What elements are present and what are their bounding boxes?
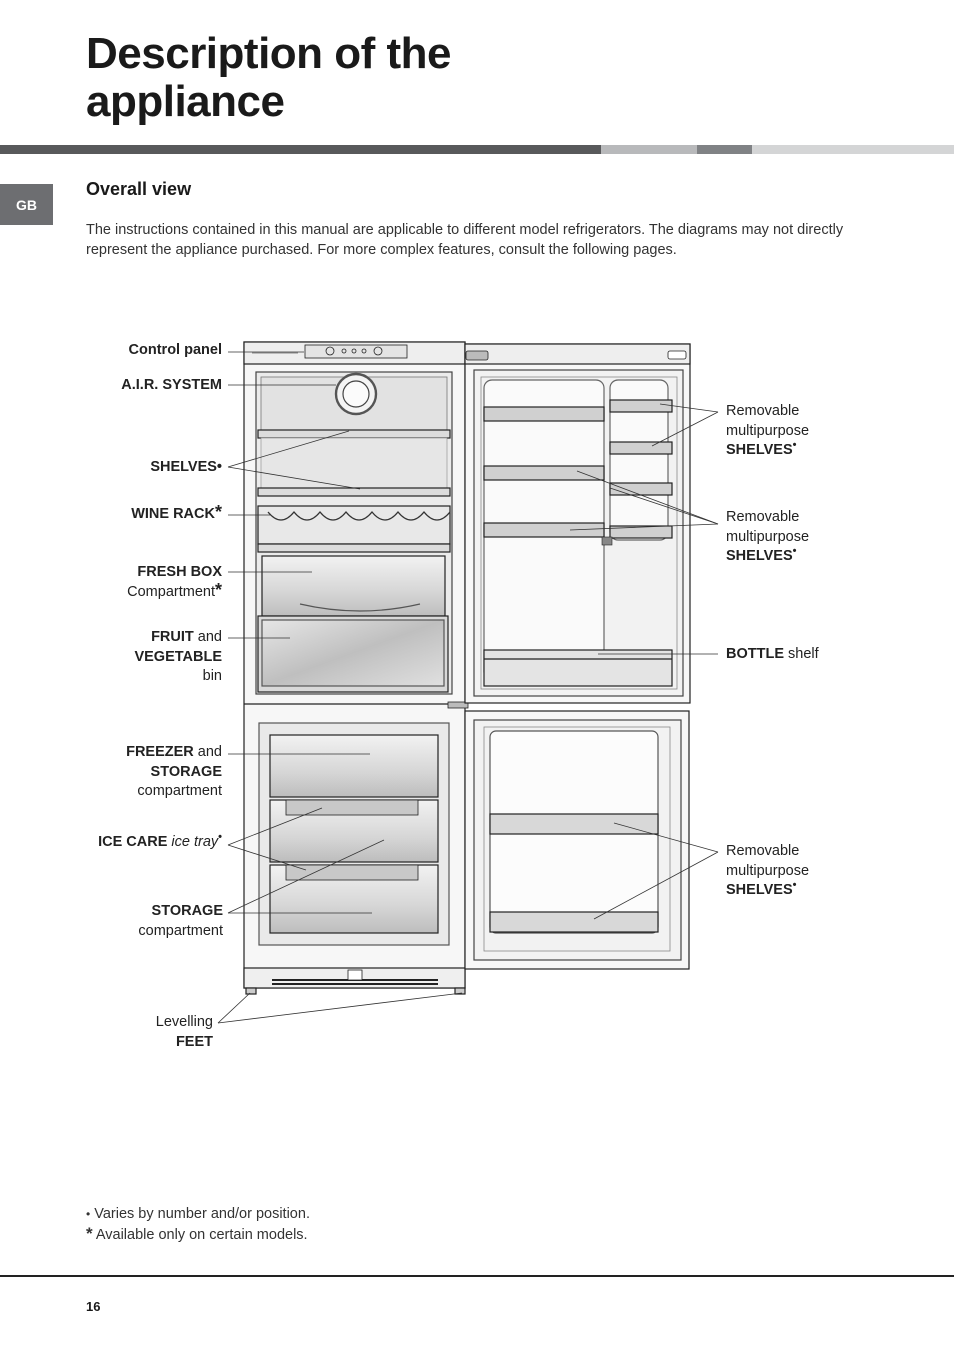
door-shelf-4 <box>609 399 673 413</box>
door-shelf-3 <box>483 522 605 538</box>
page-title: Description of the appliance <box>86 29 452 126</box>
freezer-door-shelf-2 <box>489 911 659 933</box>
door-shelf-2 <box>483 465 605 481</box>
label-fruit-vegetable-bin: FRUIT and VEGETABLE bin <box>134 629 222 684</box>
label-freezer-storage: FREEZER and STORAGE compartment <box>126 744 222 799</box>
intro-paragraph: The instructions contained in this manua… <box>86 222 844 258</box>
freezer-door-shelf-1 <box>489 813 659 835</box>
header-band-light <box>601 145 697 154</box>
foot-right <box>454 987 466 995</box>
door-shelf-1 <box>483 406 605 422</box>
fridge-shelf-1 <box>257 429 451 439</box>
label-door-shelves-lower: Removable multipurpose SHELVES• <box>726 509 810 564</box>
label-shelves: SHELVES• <box>150 459 222 475</box>
label-freezer-door-shelves: Removable multipurpose SHELVES• <box>726 843 810 898</box>
label-ice-care: ICE CARE ice tray• <box>98 831 222 850</box>
label-air-system: A.I.R. SYSTEM <box>121 377 222 393</box>
page-number: 16 <box>86 1299 101 1314</box>
header-band-pale <box>752 145 954 154</box>
footnotes: • Varies by number and/or position. * Av… <box>86 1205 310 1245</box>
header-band-dark <box>0 145 601 154</box>
bottle-shelf <box>483 649 673 687</box>
label-bottle-shelf: BOTTLE shelf <box>726 646 819 662</box>
footer-rule <box>0 1275 954 1277</box>
language-tab: GB <box>0 184 53 225</box>
footnote-varies: • Varies by number and/or position. <box>86 1206 310 1222</box>
fresh-box <box>261 555 446 617</box>
door-shelf-5 <box>609 441 673 455</box>
label-fresh-box: FRESH BOX Compartment* <box>127 564 222 600</box>
header-band-mid <box>697 145 752 154</box>
door-shelf-6 <box>609 482 673 496</box>
section-title: Overall view <box>86 179 192 199</box>
label-door-shelves-upper: Removable multipurpose SHELVES• <box>726 403 810 458</box>
label-storage-compartment: STORAGE compartment <box>138 903 223 939</box>
door-shelf-7 <box>609 525 673 539</box>
label-levelling-feet: Levelling FEET <box>155 1014 213 1050</box>
freezer-drawer-1 <box>269 734 439 798</box>
footnote-available: * Available only on certain models. <box>86 1224 308 1243</box>
foot-left <box>245 987 257 995</box>
label-wine-rack: WINE RACK* <box>131 502 222 522</box>
wine-rack <box>257 505 451 545</box>
label-control-panel: Control panel <box>128 342 222 358</box>
fridge-shelf-2 <box>257 487 451 497</box>
